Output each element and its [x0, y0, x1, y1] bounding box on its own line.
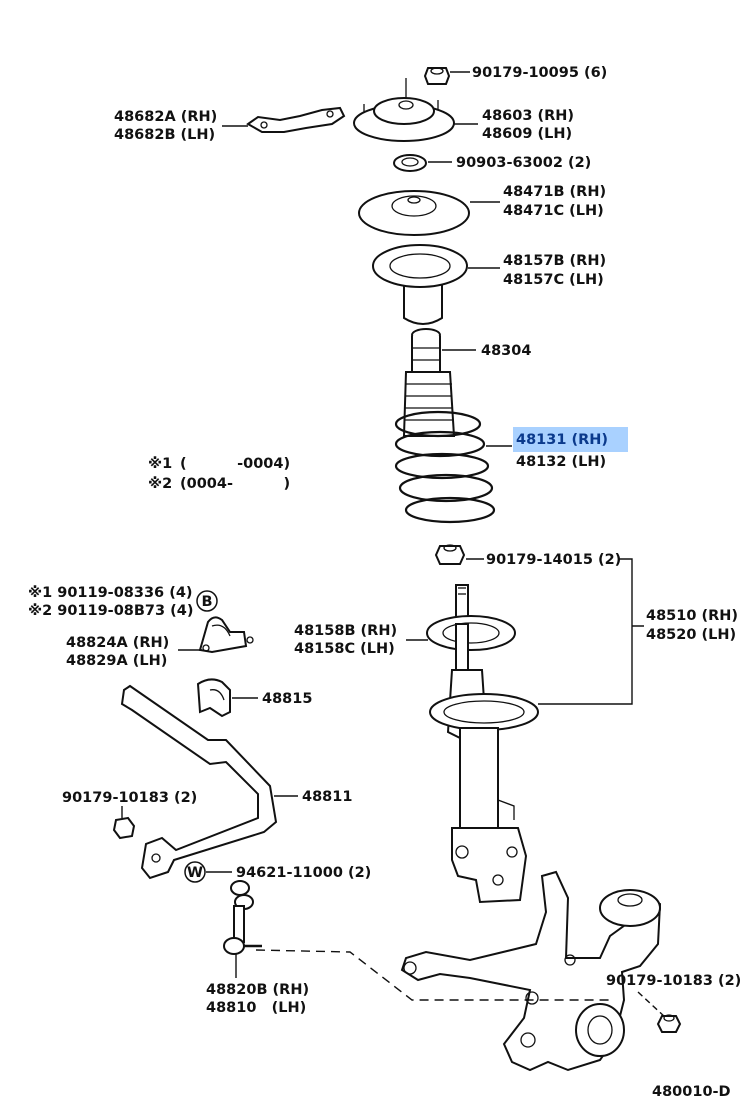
label-bumper: 48304 [481, 343, 531, 359]
bearing-part[interactable] [393, 154, 452, 172]
label-bolt1: ※1 90119-08336 (4) [28, 585, 193, 601]
label-link-rh: 48820B (RH) [206, 982, 309, 998]
right-nut-part[interactable] [656, 1014, 682, 1033]
label-upper-seat-lh: 48471C (LH) [503, 203, 604, 219]
label-bracket-rh: 48682A (RH) [114, 109, 217, 125]
bracket-48682-part[interactable] [222, 106, 346, 133]
label-mount-lh: 48609 (LH) [482, 126, 572, 142]
label-nut-left: 90179-10183 (2) [62, 790, 197, 806]
upper-mount-part[interactable] [353, 78, 478, 142]
label-strut-nut: 90179-14015 (2) [486, 552, 621, 568]
label-lower-seat-rh: 48158B (RH) [294, 623, 397, 639]
label-spring-rh: 48131 (RH) [516, 432, 608, 448]
strut-assembly-leader [538, 558, 644, 705]
legend-note1-mark: ※1 [148, 456, 172, 472]
label-spring-lh: 48132 (LH) [516, 454, 606, 470]
upper-seat-part[interactable] [358, 190, 500, 236]
label-insulator-rh: 48157B (RH) [503, 253, 606, 269]
label-washer: 94621-11000 (2) [236, 865, 371, 881]
top-nut-part[interactable] [423, 67, 470, 85]
label-mount-rh: 48603 (RH) [482, 108, 574, 124]
legend-note2-mark: ※2 [148, 476, 172, 492]
label-link-lh: 48810 (LH) [206, 1000, 306, 1016]
label-upper-seat-rh: 48471B (RH) [503, 184, 606, 200]
strut-nut-part[interactable] [434, 544, 484, 565]
right-nut-leader [637, 991, 667, 1019]
bumper-part[interactable] [402, 328, 476, 437]
legend-note2-range: (0004- ) [180, 476, 290, 492]
marker-b: B [196, 590, 218, 612]
label-insulator-lh: 48157C (LH) [503, 272, 604, 288]
bushing-part[interactable] [196, 678, 258, 718]
bracket-48824-part[interactable] [178, 616, 254, 654]
label-bushing: 48815 [262, 691, 312, 707]
left-nut-part[interactable] [112, 806, 136, 840]
label-bracket2-rh: 48824A (RH) [66, 635, 169, 651]
label-lower-seat-lh: 48158C (LH) [294, 641, 395, 657]
stabilizer-bar-part[interactable] [120, 684, 298, 880]
reference-dashed-line [255, 949, 610, 1001]
steering-knuckle-part[interactable] [400, 870, 662, 1072]
label-nut-right: 90179-10183 (2) [606, 973, 741, 989]
label-stabilizer: 48811 [302, 789, 352, 805]
label-strut-rh: 48510 (RH) [646, 608, 738, 624]
label-bracket-lh: 48682B (LH) [114, 127, 215, 143]
marker-w: W [184, 861, 232, 883]
marker-b-letter: B [201, 594, 212, 610]
label-nut-top: 90179-10095 (6) [472, 65, 607, 81]
insulator-part[interactable] [372, 244, 500, 325]
marker-w-letter: W [187, 865, 203, 881]
label-bracket2-lh: 48829A (LH) [66, 653, 167, 669]
stabilizer-link-part[interactable] [223, 880, 262, 978]
spring-rh-highlight [513, 427, 628, 452]
label-strut-lh: 48520 (LH) [646, 627, 736, 643]
coil-spring-part[interactable] [394, 410, 512, 524]
label-bearing: 90903-63002 (2) [456, 155, 591, 171]
label-bolt2: ※2 90119-08B73 (4) [28, 603, 194, 619]
legend-note1-range: ( -0004) [180, 456, 290, 472]
shock-absorber-part[interactable] [426, 584, 539, 904]
diagram-code: 480010-D [652, 1084, 731, 1100]
